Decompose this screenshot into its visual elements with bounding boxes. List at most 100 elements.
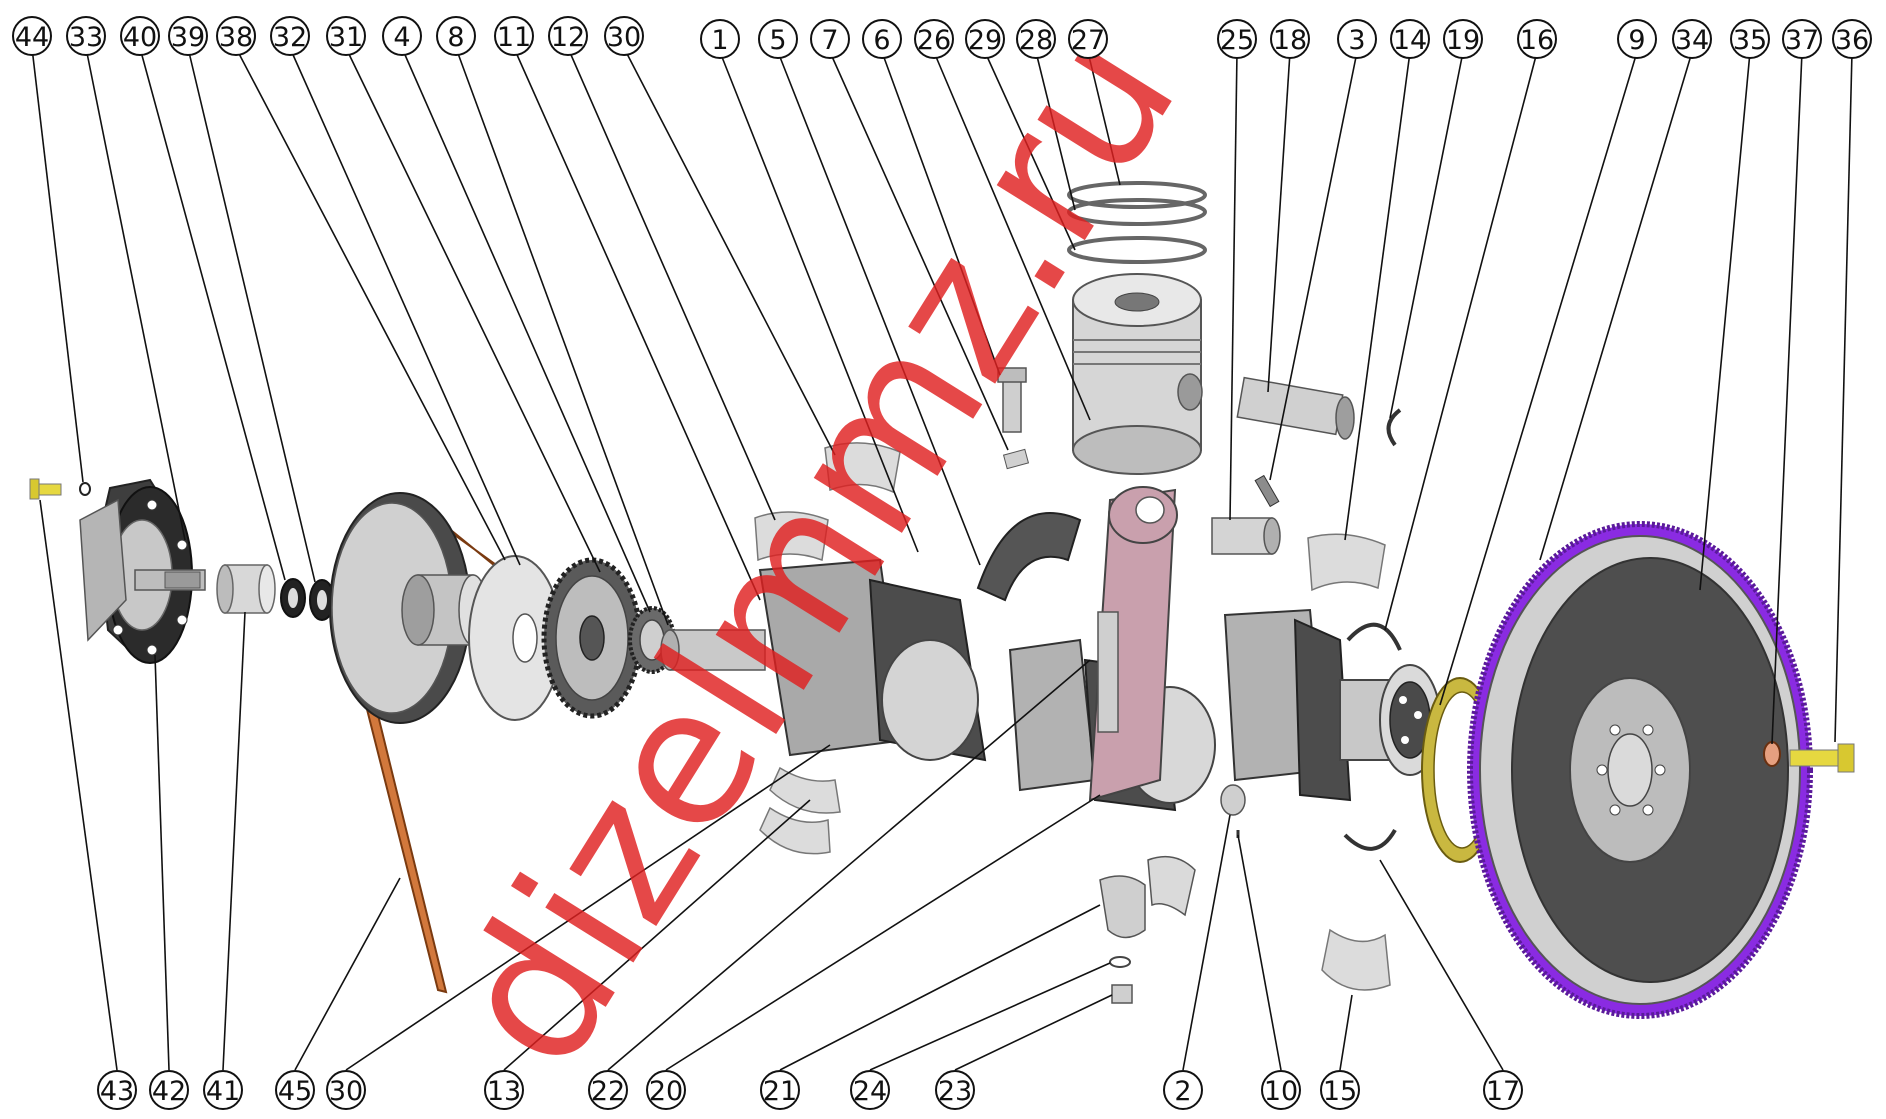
leader-30t	[623, 47, 836, 456]
callout-16: 16	[1517, 19, 1557, 59]
front-bolt	[29, 478, 62, 500]
callout-3: 3	[1337, 19, 1377, 59]
svg-text:24: 24	[853, 1076, 887, 1107]
leader-40	[139, 47, 286, 581]
svg-text:39: 39	[171, 22, 205, 53]
leader-39	[187, 47, 316, 583]
callout-41: 41	[203, 1070, 243, 1110]
svg-text:45: 45	[278, 1076, 312, 1107]
svg-text:22: 22	[591, 1076, 625, 1107]
callout-12: 12	[548, 16, 588, 56]
callout-6: 6	[862, 19, 902, 59]
callout-19: 19	[1443, 19, 1483, 59]
leader-32	[289, 47, 521, 566]
bearing-shell-13	[769, 766, 841, 814]
callout-15: 15	[1320, 1070, 1360, 1110]
svg-text:26: 26	[917, 25, 951, 56]
callout-26: 26	[914, 19, 954, 59]
leader-7	[829, 51, 1009, 451]
washer-40-hole	[288, 588, 298, 608]
piston-ring-28	[1067, 198, 1207, 226]
thrust-half-ring	[976, 511, 1082, 602]
leader-9	[1439, 51, 1638, 706]
small-washer	[79, 482, 91, 496]
callout-14: 14	[1390, 19, 1430, 59]
bearing-shell-19	[1307, 533, 1386, 592]
leader-36	[1834, 51, 1853, 743]
callout-30-bottom: 30	[326, 1070, 366, 1110]
svg-text:31: 31	[329, 22, 363, 53]
leader-29	[984, 51, 1076, 251]
leader-2	[1182, 814, 1231, 1071]
leader-42	[154, 654, 170, 1071]
bearing-shell-22	[759, 806, 831, 855]
watermark: dizelmmz.ru	[411, 0, 1219, 1104]
callout-36: 36	[1832, 19, 1872, 59]
flywheel-washer	[1763, 741, 1781, 767]
callout-21: 21	[760, 1070, 800, 1110]
leader-35	[1699, 51, 1751, 591]
leader-33	[85, 47, 186, 541]
leader-34	[1539, 51, 1693, 561]
leader-26	[933, 51, 1091, 421]
piston-ring-29	[1067, 236, 1207, 264]
callout-43: 43	[97, 1070, 137, 1110]
callout-30-top: 30	[604, 16, 644, 56]
svg-text:18: 18	[1273, 25, 1307, 56]
callout-32: 32	[270, 16, 310, 56]
svg-text:28: 28	[1019, 25, 1053, 56]
callout-1: 1	[700, 19, 740, 59]
callout-45: 45	[275, 1070, 315, 1110]
bearing-shell-12	[754, 511, 829, 562]
small-bush	[1220, 784, 1246, 816]
svg-text:5: 5	[769, 25, 786, 56]
svg-text:30: 30	[329, 1076, 363, 1107]
leader-14	[1344, 51, 1411, 541]
front-sleeve	[216, 564, 276, 614]
svg-text:25: 25	[1220, 25, 1254, 56]
leader-18	[1267, 51, 1291, 393]
callout-29: 29	[965, 19, 1005, 59]
callout-20: 20	[646, 1070, 686, 1110]
svg-text:2: 2	[1174, 1076, 1191, 1107]
svg-text:15: 15	[1323, 1076, 1357, 1107]
bearing-shell-30	[824, 442, 901, 494]
piston-pin	[1236, 376, 1355, 440]
rod-cap	[1099, 855, 1196, 939]
svg-text:40: 40	[123, 22, 157, 53]
callout-9: 9	[1617, 19, 1657, 59]
svg-text:41: 41	[206, 1076, 240, 1107]
svg-text:30: 30	[607, 22, 641, 53]
parts-layer	[29, 181, 1855, 1019]
callout-4: 4	[382, 16, 422, 56]
svg-text:13: 13	[487, 1076, 521, 1107]
piston-ring-27	[1067, 181, 1207, 209]
leader-27	[1087, 51, 1121, 186]
callout-8: 8	[436, 16, 476, 56]
callouts-top: 44 33 40 39 38 32 31 4 8 11 12 30 1 5 7 …	[12, 16, 1872, 59]
leader-4	[401, 47, 651, 613]
bearing-shell-15	[1321, 928, 1391, 991]
leader-38	[235, 47, 506, 561]
svg-text:19: 19	[1446, 25, 1480, 56]
flywheel-bolt	[1789, 743, 1855, 773]
circlip	[1386, 408, 1402, 447]
washer-39-hole	[317, 590, 327, 610]
leader-10	[1237, 834, 1282, 1071]
leader-1	[719, 51, 919, 553]
svg-text:16: 16	[1520, 25, 1554, 56]
svg-text:8: 8	[447, 22, 464, 53]
leader-13	[503, 799, 811, 1071]
svg-text:20: 20	[649, 1076, 683, 1107]
svg-text:35: 35	[1733, 25, 1767, 56]
leader-25	[1229, 51, 1238, 521]
svg-text:29: 29	[968, 25, 1002, 56]
svg-text:32: 32	[273, 22, 307, 53]
leader-44	[31, 47, 84, 483]
svg-text:36: 36	[1835, 25, 1869, 56]
leader-37	[1771, 51, 1803, 745]
leader-20	[665, 794, 1101, 1071]
svg-text:23: 23	[938, 1076, 972, 1107]
